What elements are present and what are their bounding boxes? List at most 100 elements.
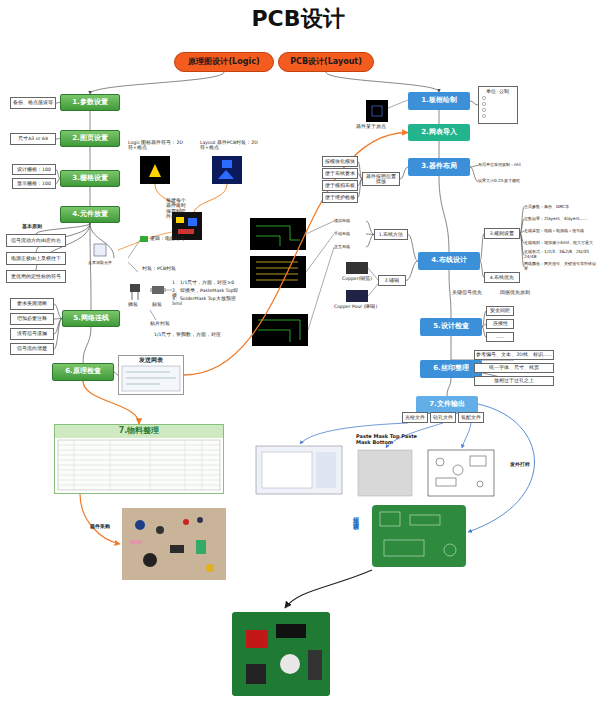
layout-symbol (212, 156, 242, 184)
annotation-label: 焊接 调板 (352, 512, 359, 519)
node-text: 钻孔文件 (433, 415, 453, 420)
leader-line (306, 234, 334, 272)
connector (470, 101, 478, 105)
library-file-icon (94, 244, 106, 256)
node-text: 网络颜色：网关信号、关键信号等特殊设置 (524, 262, 596, 271)
side-box: 便于模拟布板 (322, 180, 358, 191)
plain-box: 走线形式：1/2/3、3&2/8、2D/3S、24/48 (524, 250, 596, 260)
node-text: 连接性 (493, 321, 508, 326)
node-text: 走线形式：1/2/3、3&2/8、2D/3S、24/48 (524, 250, 596, 259)
annotation-label: 封装：PCB封装 (142, 266, 182, 271)
node-text: 全局参数：条份、DRC等 (524, 205, 569, 210)
connector (520, 231, 524, 234)
connector (520, 219, 524, 234)
pcb-photo (372, 505, 466, 567)
connector (439, 141, 440, 158)
connector (400, 167, 408, 179)
pcb-silkscreen (380, 512, 456, 556)
annotation-label: 贴片封装 (150, 321, 180, 326)
connector (90, 111, 91, 130)
green-box: 1.参数设置 (60, 94, 120, 111)
trace (256, 262, 298, 280)
connector (408, 235, 418, 262)
node-text: 3.规则设置 (490, 231, 514, 236)
node-text: 按模块化模块 (325, 159, 355, 164)
node-text: 器件按照位置摆放 (364, 174, 398, 184)
annotation-label: 贴装 (152, 302, 168, 307)
bom-table (58, 440, 220, 490)
leader-line (388, 100, 408, 108)
side-box: 统一字体、尺寸、线宽 (474, 363, 554, 373)
gerber-screenshot (256, 446, 342, 494)
node-text: 手动布线 (334, 232, 350, 237)
routing-screenshot (250, 218, 306, 250)
board-outline-thumb (366, 100, 388, 122)
side-box: 更优用的定性标的符号 (6, 270, 66, 283)
smd-package (152, 286, 164, 294)
side-box: 备份、格点值设等 (10, 97, 56, 109)
connector (439, 176, 449, 252)
logic-symbol (140, 156, 170, 184)
leader-line (166, 290, 172, 291)
annotation-label: 器件某于原点 (356, 124, 396, 129)
connector (54, 304, 62, 319)
component-parts (130, 517, 214, 572)
connector (520, 234, 524, 268)
annotation-label: 器件采购 (90, 524, 120, 530)
connector (90, 147, 91, 170)
connector (439, 110, 440, 124)
paste-mask-image (358, 450, 412, 496)
node-text: 5.网络连线 (73, 315, 109, 323)
side-box: 信号流向清楚 (10, 343, 54, 355)
node-text: 1.参数设置 (72, 99, 108, 107)
node-text: 发送网表 (139, 357, 163, 364)
node-text: 7.物料整理 (55, 425, 223, 438)
leader-line (194, 184, 227, 212)
annotation-label: 基本原则 (22, 224, 62, 230)
side-box: 3.规则设置 (484, 228, 520, 239)
routing-screenshot (250, 256, 306, 288)
node-text: 2.图页设置 (72, 135, 108, 143)
blue-box: 6.丝印整理 (420, 360, 482, 378)
connector (90, 187, 91, 206)
plain-box: 走线类型：地线＞电源线＞信号线 (524, 226, 596, 236)
side-box: 钻孔文件 (430, 412, 456, 423)
side-box: 没有信号遗漏 (10, 328, 54, 340)
orange-box: PCB设计(Layout) (278, 52, 374, 72)
side-box: 1.布线方法 (374, 229, 408, 240)
package-leg (132, 292, 133, 300)
node-text: 便于模拟布板 (325, 183, 355, 188)
sidepanel-box: 单位: 公制 (478, 86, 518, 124)
node-text: 要求美观清晰 (17, 301, 47, 306)
node-text: 2.铺铜 (385, 278, 399, 283)
leader-line (368, 284, 378, 296)
annotation-label: 关键信号优先 (452, 290, 492, 295)
library-icon-part (178, 229, 194, 234)
connector (184, 133, 408, 376)
flow-arrow (462, 423, 471, 448)
package-leg (138, 292, 139, 300)
node-text: 更优用的定性标的符号 (11, 274, 61, 279)
node-text: 模拟布线 (334, 219, 350, 224)
node-text: 3.器件布局 (421, 163, 457, 171)
screenshot-line (126, 384, 160, 385)
side-box: 显示栅格：100 (12, 178, 56, 189)
node-text: 显示栅格：100 (17, 181, 51, 186)
plain-box: 层数设置：2layers、4layers...... (524, 214, 596, 224)
plain-box: 手动布线 (334, 229, 366, 239)
node-text: 信号流动方向由左向右 (11, 238, 61, 243)
trace (256, 226, 300, 246)
annotation-label: Copper(铜箔) (342, 276, 382, 281)
node-text: 参考编号、文本、2D线、标识...... (476, 352, 551, 357)
node-text: 安全间距 (490, 308, 510, 313)
trace (258, 320, 300, 342)
blue-box: 5.设计检查 (420, 318, 482, 336)
node-text: 1.板框绘制 (421, 97, 457, 105)
diagram-title: PCB设计 (0, 4, 596, 34)
green-box: 5.网络连线 (62, 310, 120, 327)
node-text: 4.布线设计 (431, 257, 467, 265)
annotation-label: Logic 图标器件符号：2D符+格点 (128, 140, 186, 151)
node-text: 装配文件 (461, 415, 481, 420)
node-text: 信号流向清楚 (17, 346, 47, 351)
node-text: 统一字体、尺寸、线宽 (489, 365, 539, 370)
